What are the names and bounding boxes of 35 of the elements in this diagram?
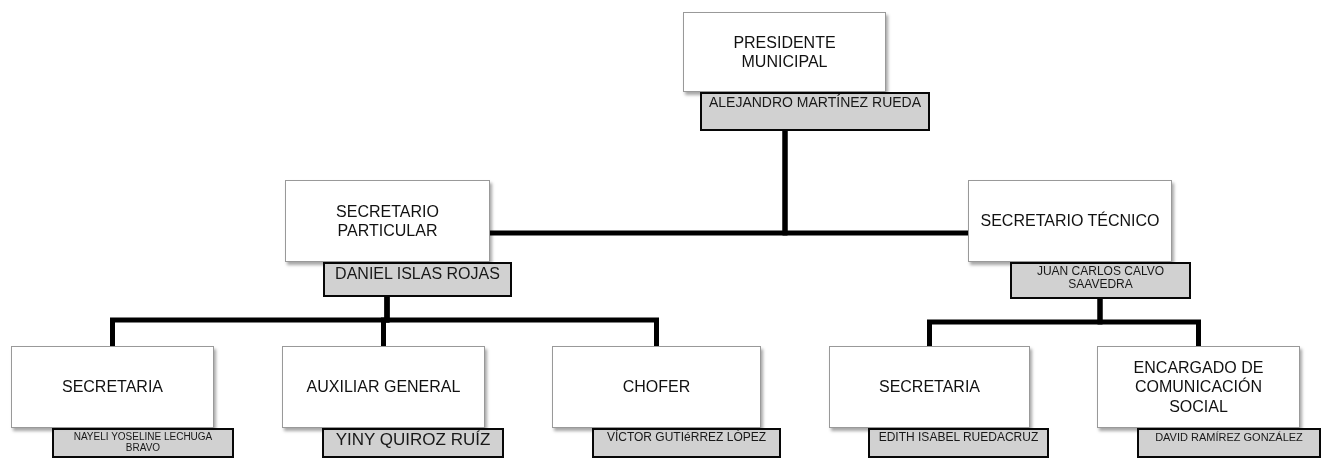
connector-line: [1097, 299, 1201, 346]
position-box: [829, 346, 1030, 428]
name-plate: [868, 428, 1049, 458]
connector-line: [782, 131, 968, 236]
name-plate: [700, 92, 930, 131]
name-plate: [323, 262, 512, 297]
position-title: SECRETARIO PARTICULAR: [335, 201, 440, 241]
position-title: PRESIDENTE MUNICIPAL: [732, 32, 837, 72]
position-title: AUXILIAR GENERAL: [306, 377, 461, 397]
position-title: CHOFER: [622, 377, 691, 397]
name-plate: [1010, 262, 1191, 299]
person-name: JUAN CARLOS CALVO SAAVEDRA: [1035, 265, 1166, 292]
position-box: [11, 346, 214, 428]
position-title: SECRETARIO TÉCNICO: [980, 211, 1160, 231]
position-title: SECRETARIA: [61, 377, 164, 397]
person-name: ALEJANDRO MARTÍNEZ RUEDA: [707, 95, 923, 111]
person-name: EDITH ISABEL RUEDACRUZ: [877, 431, 1040, 445]
position-title: ENCARGADO DE COMUNICACIÓN SOCIAL: [1132, 358, 1265, 416]
person-name: VÍCTOR GUTIéRREZ LÓPEZ: [605, 431, 768, 445]
person-name: DANIEL ISLAS ROJAS: [334, 265, 501, 283]
position-box: [552, 346, 761, 428]
name-plate: [592, 428, 781, 458]
position-box: [282, 346, 485, 428]
name-plate: [52, 428, 234, 458]
position-box: [683, 12, 886, 92]
name-plate: [1137, 428, 1321, 458]
person-name: YINY QUIROZ RUÍZ: [334, 431, 492, 450]
person-name: NAYELI YOSELINE LECHUGA BRAVO: [72, 431, 214, 453]
position-box: [285, 180, 490, 262]
person-name: DAVID RAMÍREZ GONZÁLEZ: [1154, 431, 1304, 444]
position-title: SECRETARIA: [878, 377, 981, 397]
name-plate: [322, 428, 504, 458]
position-box: [1097, 346, 1300, 428]
connector-line: [384, 297, 659, 346]
position-box: [968, 180, 1172, 262]
